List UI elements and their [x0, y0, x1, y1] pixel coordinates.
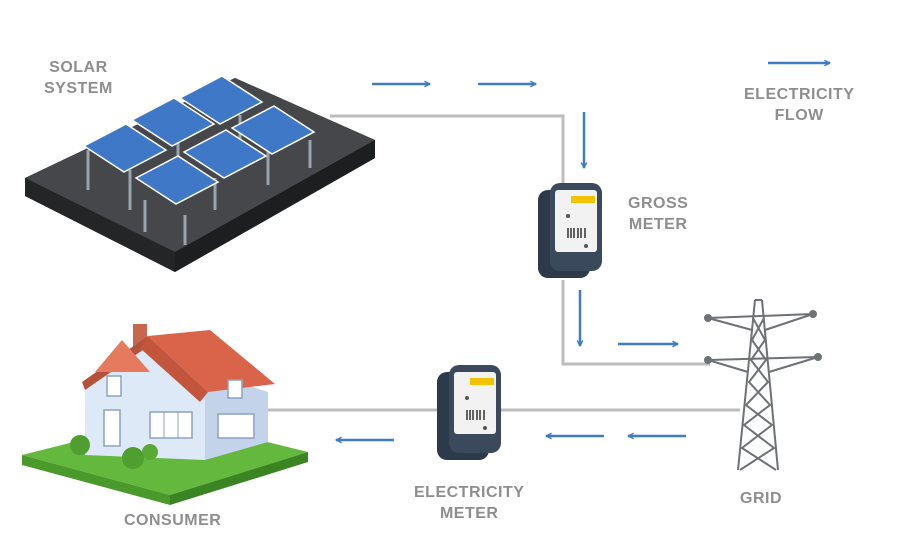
- solar-panel-array-icon: [25, 75, 375, 272]
- flow-arrows: [336, 63, 830, 440]
- label-consumer: CONSUMER: [124, 512, 222, 529]
- wire-solar-to-meter: [330, 114, 565, 190]
- transmission-tower-icon: [704, 299, 822, 471]
- electricity-meter-icon: [437, 365, 501, 460]
- wire-meter-to-grid: [561, 280, 710, 366]
- label-grid: GRID: [740, 490, 782, 507]
- wires: [265, 114, 740, 412]
- house-icon: [22, 324, 308, 505]
- gross-meter-icon: [538, 183, 602, 278]
